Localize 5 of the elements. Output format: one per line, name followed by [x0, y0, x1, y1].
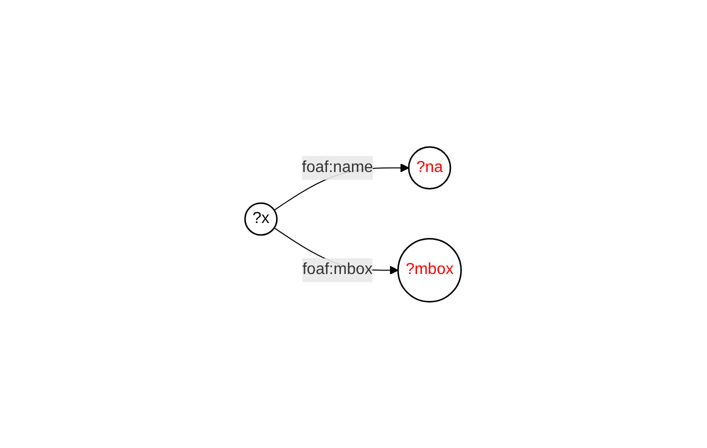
- node-circle: ?na: [408, 146, 452, 190]
- node-circle: ?mbox: [398, 238, 462, 302]
- node-circle: ?x: [244, 202, 278, 236]
- edge-label: foaf:mbox: [302, 260, 374, 278]
- edge-label: foaf:name: [302, 158, 374, 176]
